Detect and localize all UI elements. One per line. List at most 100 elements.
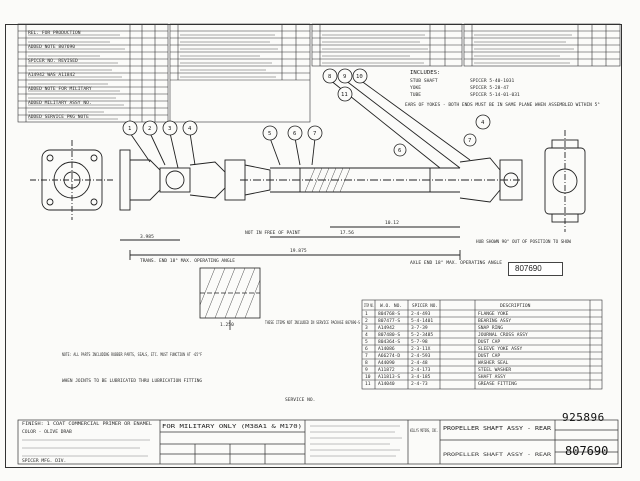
table-cell: 6 <box>365 346 368 352</box>
trans-note: TRANS. END 18° MAX. OPERATING ANGLE <box>140 258 235 264</box>
revision-block <box>17 23 169 123</box>
balloon-10: 10 <box>356 74 363 80</box>
table-cell: DUST CAP <box>478 339 500 345</box>
table-cell: SLEEVE YOKE ASSY <box>478 346 522 352</box>
dimension-d: 1.250 <box>220 322 234 328</box>
shaft-drawing <box>30 79 586 260</box>
rev-1: REL. FOR PRODUCTION <box>28 30 81 36</box>
bearing-note: NOT IN FREE OF PAINT <box>245 230 301 236</box>
balloon-8: 8 <box>328 74 332 80</box>
balloon-7: 7 <box>313 131 316 137</box>
military-note: FOR MILITARY ONLY (M38A1 & M170) <box>162 424 302 430</box>
balloon-6: 6 <box>293 131 296 137</box>
table-cell: 3 <box>365 325 368 331</box>
table-cell: 8 <box>365 360 368 366</box>
title-block-grid <box>17 419 619 465</box>
old-drawing-number: 925896 <box>562 411 605 424</box>
balloon-9: 9 <box>343 74 346 80</box>
table-cell: A11813-S <box>378 374 400 380</box>
table-cell: 7 <box>365 353 368 359</box>
balloon-5: 5 <box>268 131 271 137</box>
hub-note: HUB SHOWN 90° OUT OF POSITION TO SHOW <box>476 239 571 245</box>
spline-detail <box>199 267 261 330</box>
company-name: WILLYS MOTORS, INC. <box>410 428 438 434</box>
table-cell: A66274-D <box>378 353 400 359</box>
rev-2: ADDED NOTE 807690 <box>28 44 75 50</box>
table-cell: 5-7-98 <box>411 339 428 345</box>
rev-5: ADDED NOTE FOR MILITARY <box>28 86 92 92</box>
lubrication-note: WHEN JOINTS TO BE LUBRICATED THRU LUBRIC… <box>62 378 202 384</box>
dimension-main: 19.875 <box>290 248 307 254</box>
caution-note: NOTE: ALL PARTS INCLUDING RUBBER PARTS, … <box>62 352 202 358</box>
balloon-4: 4 <box>188 126 192 132</box>
table-cell: A14040 <box>378 381 395 387</box>
revision-scribbles <box>28 34 574 120</box>
service-note: SERVICE NO. <box>285 397 315 403</box>
table-cell: A44090 <box>378 360 395 366</box>
table-cell: A11872 <box>378 367 395 373</box>
table-cell: JOURNAL CROSS ASSY <box>478 332 528 338</box>
maker-note: SPICER MFG. DIV. <box>22 458 66 464</box>
table-cell: 804768-S <box>378 311 400 317</box>
table-cell: BEARING ASSY <box>478 318 511 324</box>
angle-note: AXLE END 18° MAX. OPERATING ANGLE <box>410 260 502 266</box>
balloon-12: 4 <box>481 120 485 126</box>
table-cell: 2-4-173 <box>411 367 431 373</box>
includes-ref-2: SPICER 5-28-47 <box>470 85 509 91</box>
table-header-desc: DESCRIPTION <box>500 303 531 309</box>
rev-6: ADDED MILITARY ASSY NO. <box>28 100 92 106</box>
drawing-number: 807690 <box>565 444 609 458</box>
table-cell: 3-4-185 <box>411 374 431 380</box>
dimension-a: 17.56 <box>340 230 354 236</box>
table-cell: 807477-S <box>378 318 400 324</box>
table-cell: SNAP RING <box>478 325 503 331</box>
table-cell: GREASE FITTING <box>478 381 517 387</box>
yoke-note: EARS OF YOKES - BOTH ENDS MUST BE IN SAM… <box>405 102 600 108</box>
dimension-b: 10.12 <box>385 220 399 226</box>
table-cell: 5-2-3485 <box>411 332 433 338</box>
table-cell: 807480-S <box>378 332 400 338</box>
title-block-scribbles <box>22 425 402 457</box>
table-header-item: ITEM NO. <box>364 303 374 309</box>
balloon-2: 2 <box>148 126 151 132</box>
drawing-frame <box>5 24 622 468</box>
table-cell: 2 <box>365 318 368 324</box>
table-cell: 9 <box>365 367 368 373</box>
color-note: COLOR - OLIVE DRAB <box>22 429 72 435</box>
dimension-c: 3.985 <box>140 234 154 240</box>
includes-part-2: YOKE <box>410 85 421 91</box>
balloon-11: 11 <box>341 92 348 98</box>
title-text: PROPELLER SHAFT ASSY - REAR <box>443 426 552 432</box>
rev-3: SPICER NO. REVISED <box>28 58 78 64</box>
table-cell: 5 <box>365 339 368 345</box>
table-cell: 2-4-493 <box>411 311 431 317</box>
includes-ref-1: SPICER 5-40-1031 <box>470 78 514 84</box>
table-cell: WASHER SEAL <box>478 360 509 366</box>
revision-block-4 <box>463 23 621 67</box>
balloon-13: 7 <box>468 138 471 144</box>
table-cell: 2-3-11X <box>411 346 431 352</box>
table-header-spicer: SPICER NO. <box>412 303 438 309</box>
balloon-1: 1 <box>128 126 131 132</box>
table-header-wo: W.O. NO. <box>380 303 402 309</box>
table-cell: STEEL WASHER <box>478 367 511 373</box>
table-cell: FLANGE YOKE <box>478 311 509 317</box>
balloon-14: 6 <box>398 148 401 154</box>
revision-block-2 <box>169 23 311 123</box>
includes-part-1: STUB SHAFT <box>410 78 438 84</box>
table-cell: 10 <box>365 374 371 380</box>
parts-table-rows: 1 804768-S 2-4-493 FLANGE YOKE 2 807477-S 5-4-… <box>365 311 528 387</box>
table-cell: SHAFT ASSY <box>478 374 506 380</box>
table-cell: DUST CAP <box>478 353 500 359</box>
part-number-stamp: 807690 <box>508 262 563 276</box>
rev-7: ADDED SERVICE PKG NOTE <box>28 114 89 120</box>
table-cell: 3-7-39 <box>411 325 428 331</box>
table-cell: 5-4-1401 <box>411 318 433 324</box>
table-cell: 4 <box>365 332 368 338</box>
finish-note: FINISH: 1 COAT COMMERCIAL PRIMER OR ENAM… <box>22 421 152 427</box>
table-cell: 1 <box>365 311 368 317</box>
revision-block-3 <box>311 23 463 67</box>
